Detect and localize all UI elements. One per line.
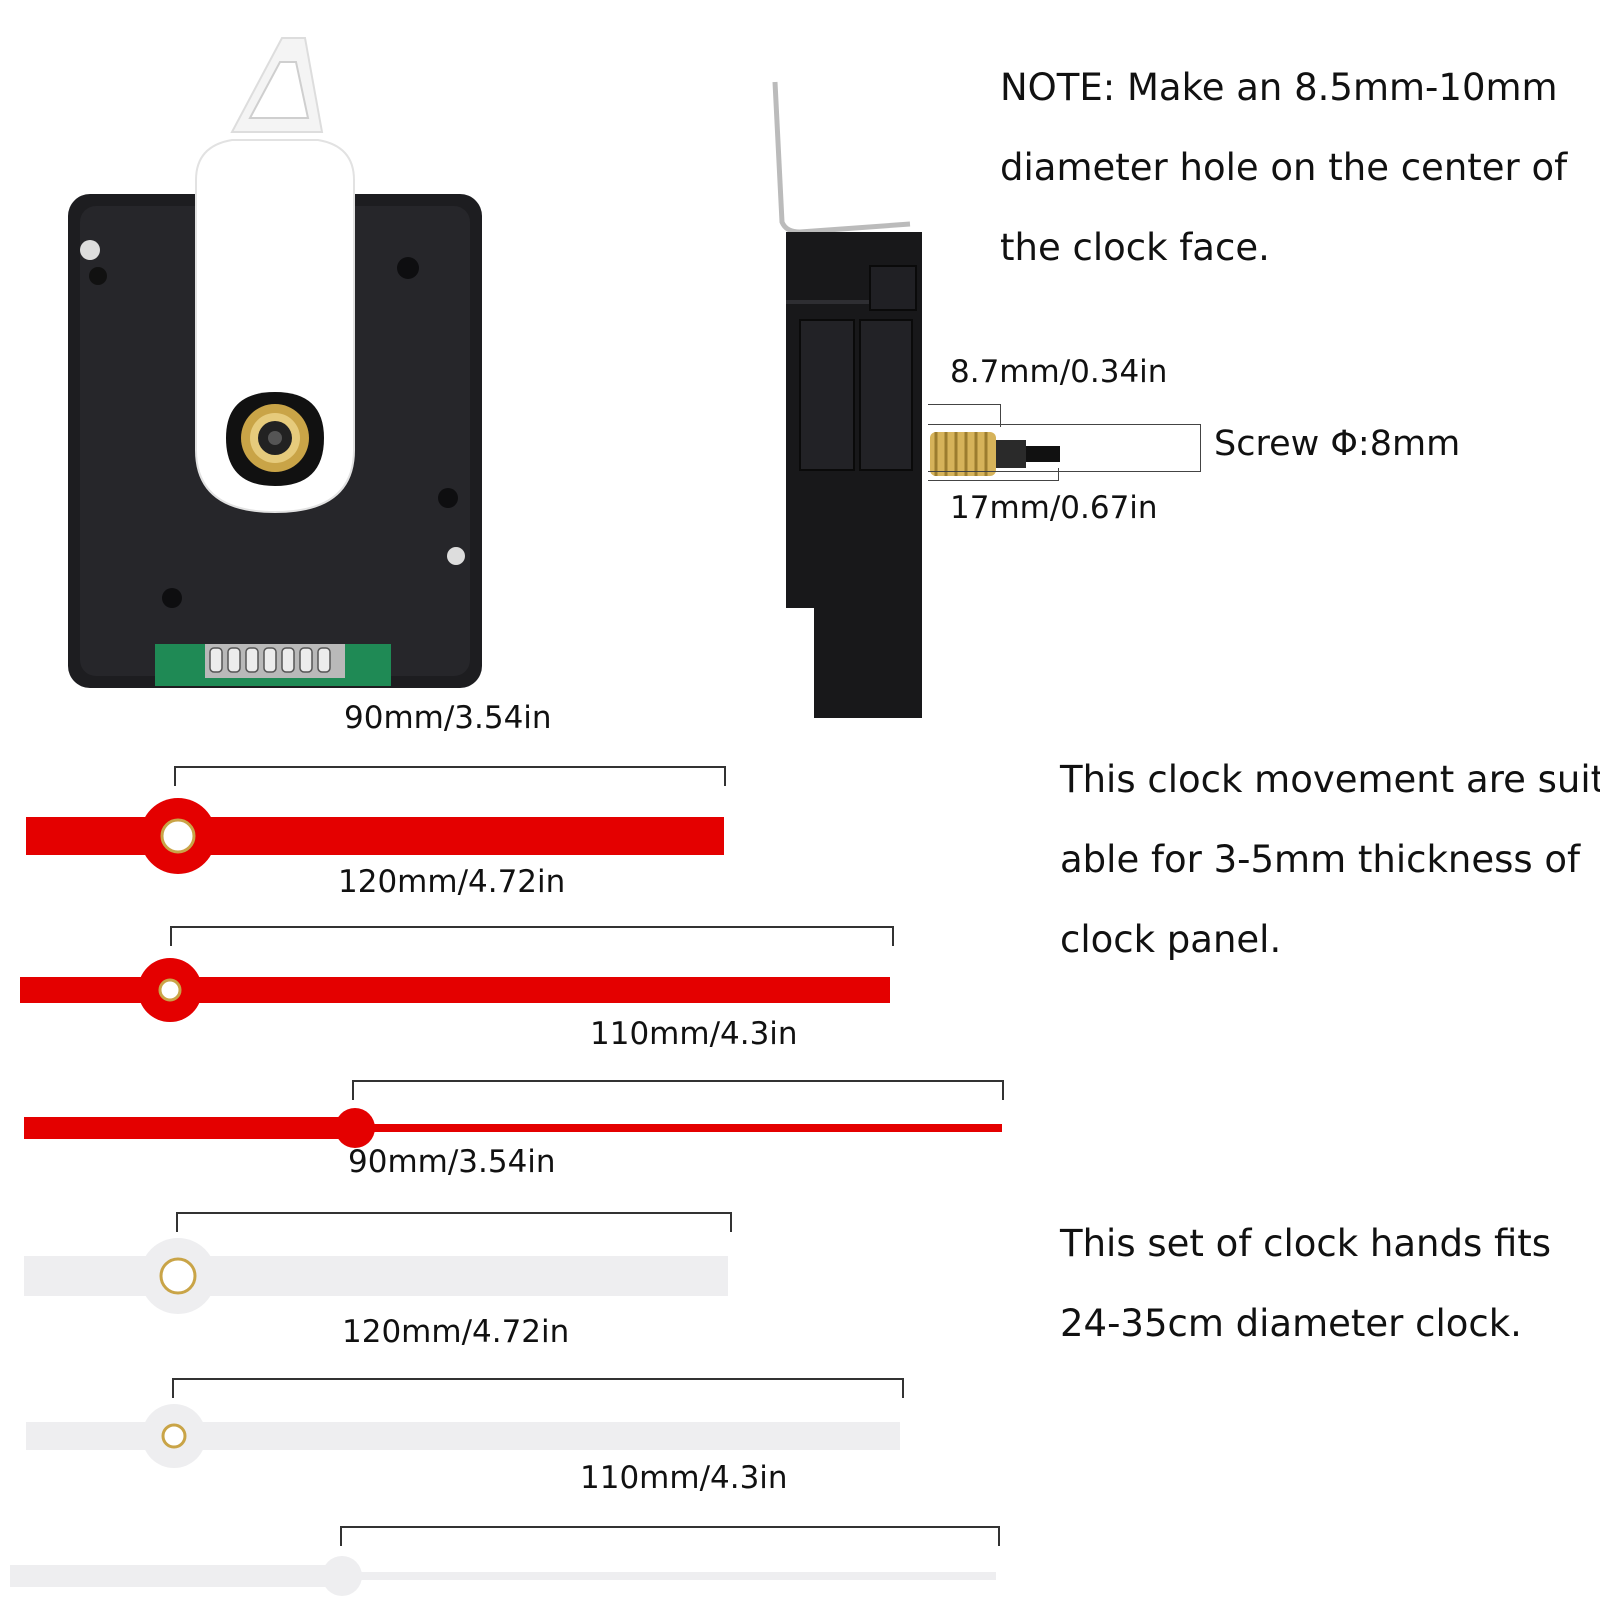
hand-length-label: 110mm/4.3in (590, 1016, 798, 1052)
note-line: diameter hole on the center of (1000, 146, 1568, 189)
clock-hand (24, 1108, 1002, 1148)
fit-line: 24-35cm diameter clock. (1060, 1302, 1522, 1345)
hand-hub (335, 1108, 375, 1148)
fit-text: This set of clock hands fits 24-35cm dia… (1060, 1204, 1600, 1364)
screw-marker (928, 424, 1201, 472)
clock-hand (26, 1404, 900, 1468)
hand-tail (24, 1117, 355, 1139)
note-line: the clock face. (1000, 226, 1270, 269)
shaft-total-marker (928, 468, 1059, 481)
hand-body (24, 1256, 728, 1296)
hand-length-bracket (340, 1526, 1000, 1546)
hand-needle (355, 1124, 1002, 1132)
hand-length-label: 90mm/3.54in (348, 1144, 556, 1180)
hand-length-bracket (352, 1080, 1004, 1100)
hand-length-bracket (172, 1378, 904, 1398)
hand-hub-hole (159, 1257, 197, 1295)
hand-length-label: 120mm/4.72in (342, 1314, 570, 1350)
suitability-line: able for 3-5mm thickness of (1060, 838, 1581, 881)
movement-front-view (68, 37, 482, 688)
hand-length-label: 90mm/3.54in (344, 700, 552, 736)
hand-hub-hole (160, 818, 196, 854)
shaft-length-label: 8.7mm/0.34in (950, 354, 1168, 390)
clock-hands (10, 798, 1002, 1596)
shaft-length-marker (928, 404, 1001, 427)
screw-label: Screw Φ:8mm (1214, 424, 1461, 464)
fit-line: This set of clock hands fits (1060, 1222, 1552, 1265)
hand-hub (322, 1556, 362, 1596)
center-shaft (226, 392, 324, 486)
hand-length-bracket (170, 926, 894, 946)
hand-hub-hole (161, 1423, 187, 1449)
clock-hand (20, 958, 890, 1022)
hand-tail (10, 1565, 342, 1587)
hand-length-label: 120mm/4.72in (338, 864, 566, 900)
suitability-text: This clock movement are suit- able for 3… (1060, 740, 1600, 980)
note-text: NOTE: Make an 8.5mm-10mm diameter hole o… (1000, 48, 1580, 288)
clock-hand (26, 798, 724, 874)
clock-hand (10, 1556, 996, 1596)
suitability-line: clock panel. (1060, 918, 1282, 961)
hand-needle (342, 1572, 996, 1580)
clock-hand (24, 1238, 728, 1314)
hand-body (26, 817, 724, 855)
suitability-line: This clock movement are suit- (1060, 758, 1600, 801)
shaft-total-label: 17mm/0.67in (950, 490, 1158, 526)
hand-length-label: 110mm/4.3in (580, 1460, 788, 1496)
hand-length-bracket (176, 1212, 732, 1232)
note-line: NOTE: Make an 8.5mm-10mm (1000, 66, 1558, 109)
movement-side-view (772, 81, 1060, 718)
hand-length-bracket (174, 766, 726, 786)
hand-hub-hole (158, 978, 182, 1002)
